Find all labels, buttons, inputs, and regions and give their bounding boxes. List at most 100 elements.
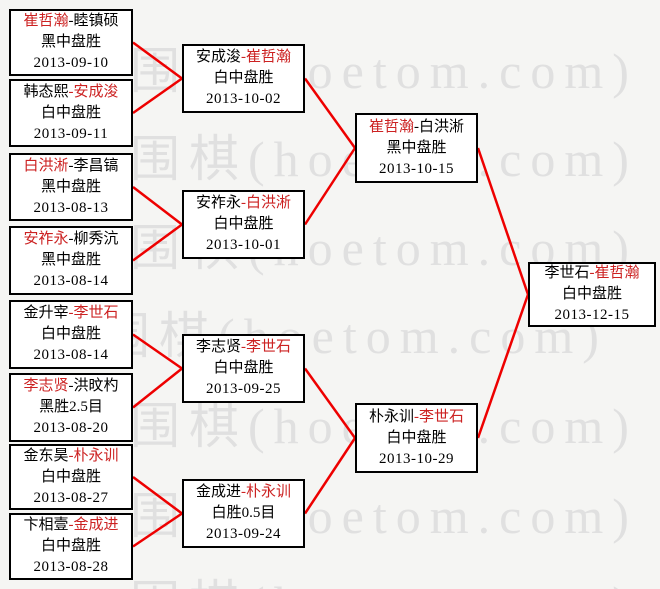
vs-separator: -	[241, 484, 246, 500]
match-box: 韩态熙-安成浚 白中盘胜 2013-09-11	[9, 79, 133, 147]
match-result: 黑中盘胜	[386, 139, 447, 156]
vs-separator: -	[241, 339, 246, 355]
match-date: 2013-10-29	[379, 450, 454, 467]
match-players: 韩态熙-安成浚	[11, 82, 131, 103]
connector-line	[132, 41, 183, 80]
connector-line	[132, 512, 183, 548]
match-box: 朴永训-李世石 白中盘胜 2013-10-29	[355, 403, 478, 473]
watermark-text: 围棋(hoetom.com)	[130, 578, 638, 589]
match-result: 白中盘胜	[40, 104, 101, 121]
player2-name: 金成进	[73, 517, 119, 533]
player1-name: 崔哲瀚	[368, 118, 414, 135]
player2-name: 睦镇硕	[73, 13, 119, 29]
vs-separator: -	[68, 447, 74, 464]
match-players: 金东昊-朴永训	[11, 446, 131, 467]
player2-name: 朴永训	[73, 447, 119, 464]
connector-line	[476, 294, 530, 439]
match-date: 2013-09-25	[206, 381, 281, 397]
vs-separator: -	[589, 265, 595, 281]
player1-name: 金东昊	[23, 447, 69, 464]
match-players: 白洪淅-李昌镐	[11, 156, 131, 177]
connector-line	[303, 437, 357, 515]
match-result: 白中盘胜	[213, 360, 274, 376]
player2-name: 安成浚	[73, 83, 119, 100]
player1-name: 金成进	[195, 484, 241, 500]
match-date: 2013-08-28	[33, 559, 109, 575]
vs-separator: -	[241, 195, 246, 211]
player2-name: 李世石	[419, 408, 465, 425]
match-players: 金升宰-李世石	[11, 303, 131, 324]
player1-name: 白洪淅	[23, 157, 69, 174]
player2-name: 柳秀沆	[73, 231, 119, 247]
match-players: 李志贤-洪旼杓	[11, 376, 131, 397]
player1-name: 韩态熙	[23, 83, 69, 100]
player2-name: 李昌镐	[73, 157, 119, 174]
player2-name: 白洪淅	[246, 195, 292, 211]
vs-separator: -	[241, 49, 246, 65]
match-players: 安成浚-崔哲瀚	[184, 47, 303, 68]
match-box: 安祚永-柳秀沆 黑中盘胜 2013-08-14	[9, 226, 133, 295]
match-date: 2013-09-24	[206, 526, 281, 542]
match-result: 白中盘胜	[213, 70, 274, 86]
player2-name: 朴永训	[246, 484, 292, 500]
connector-line	[132, 367, 183, 409]
match-result: 白中盘胜	[213, 216, 274, 232]
match-box: 李世石-崔哲瀚 白中盘胜 2013-12-15	[528, 262, 656, 327]
match-result: 黑中盘胜	[40, 178, 101, 195]
match-result: 白中盘胜	[40, 326, 101, 342]
match-box: 安祚永-白洪淅 白中盘胜 2013-10-01	[182, 190, 305, 259]
match-players: 李世石-崔哲瀚	[530, 263, 654, 284]
match-players: 金成进-朴永训	[184, 482, 303, 503]
match-result: 黑中盘胜	[40, 252, 101, 268]
match-box: 李志贤-洪旼杓 黑胜2.5目 2013-08-20	[9, 373, 133, 442]
vs-separator: -	[68, 378, 74, 394]
match-date: 2013-08-13	[33, 199, 109, 216]
match-box: 金成进-朴永训 白胜0.5目 2013-09-24	[182, 479, 305, 548]
match-box: 崔哲瀚-睦镇硕 黑中盘胜 2013-09-10	[9, 9, 133, 76]
player2-name: 李世石	[246, 339, 292, 355]
connector-line	[132, 333, 183, 370]
match-result: 黑胜2.5目	[39, 399, 103, 415]
vs-separator: -	[68, 305, 74, 321]
connector-line	[303, 77, 357, 149]
vs-separator: -	[68, 83, 74, 100]
vs-separator: -	[414, 408, 419, 425]
connector-line	[132, 77, 183, 115]
vs-separator: -	[68, 517, 74, 533]
player1-name: 安祚永	[195, 195, 241, 211]
match-box: 金升宰-李世石 白中盘胜 2013-08-14	[9, 300, 133, 369]
vs-separator: -	[68, 13, 74, 29]
match-result: 白中盘胜	[386, 429, 447, 446]
connector-line	[132, 186, 183, 226]
player1-name: 李世石	[544, 265, 590, 281]
match-players: 崔哲瀚-白洪淅	[357, 117, 476, 138]
vs-separator: -	[68, 231, 74, 247]
match-players: 崔哲瀚-睦镇硕	[11, 11, 131, 32]
player1-name: 崔哲瀚	[23, 13, 69, 29]
match-box: 金东昊-朴永训 白中盘胜 2013-08-27	[9, 444, 133, 510]
vs-separator: -	[414, 118, 419, 135]
match-result: 白中盘胜	[561, 286, 622, 302]
player1-name: 金升宰	[23, 305, 69, 321]
match-date: 2013-08-27	[33, 489, 109, 506]
match-box: 李志贤-李世石 白中盘胜 2013-09-25	[182, 334, 305, 403]
match-players: 卞相壹-金成进	[11, 515, 131, 536]
match-box: 安成浚-崔哲瀚 白中盘胜 2013-10-02	[182, 44, 305, 113]
player1-name: 李志贤	[23, 378, 69, 394]
player2-name: 崔哲瀚	[246, 49, 292, 65]
match-date: 2013-08-14	[33, 347, 109, 363]
match-date: 2013-09-10	[33, 55, 109, 71]
connector-line	[132, 223, 183, 262]
connector-line	[303, 147, 357, 226]
connector-line	[132, 475, 183, 515]
match-result: 白胜0.5目	[211, 505, 276, 521]
match-date: 2013-08-14	[33, 273, 109, 289]
match-result: 白中盘胜	[40, 538, 101, 554]
player1-name: 李志贤	[195, 339, 241, 355]
player1-name: 安成浚	[195, 49, 241, 65]
player1-name: 安祚永	[23, 231, 69, 247]
match-date: 2013-10-02	[206, 91, 281, 107]
player2-name: 白洪淅	[419, 118, 465, 135]
match-date: 2013-08-20	[33, 420, 109, 436]
